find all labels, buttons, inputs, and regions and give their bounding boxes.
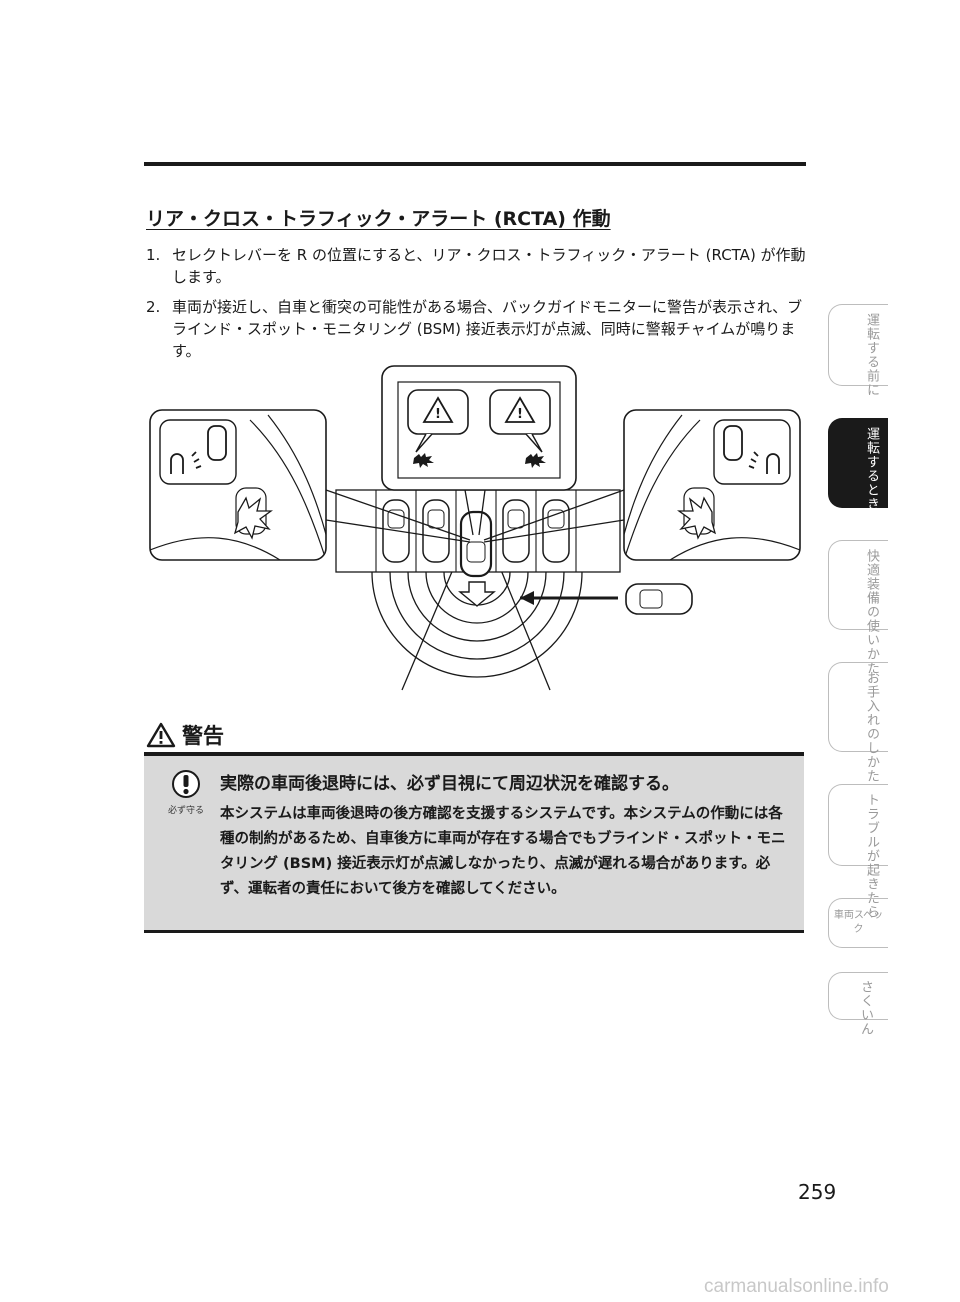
tab-while-driving[interactable]: 運転するときに [828,418,888,525]
tab-label: 快適装備の使いかた [864,549,879,675]
step-number: 1. [146,246,161,264]
step-text: 車両が接近し、自車と衝突の可能性がある場合、バックガイドモニターに警告が表示され… [172,298,803,360]
step-text: セレクトレバーを R の位置にすると、リア・クロス・トラフィック・アラート (R… [172,246,806,286]
step-number: 2. [146,298,161,316]
list-item: 1. セレクトレバーを R の位置にすると、リア・クロス・トラフィック・アラート… [146,244,806,288]
warning-header: 警告 [146,720,224,750]
warning-lead: 実際の車両後退時には、必ず目視にて周辺状況を確認する。 [220,774,679,794]
top-rule [144,162,806,166]
tab-label: 運転する前に [864,313,879,397]
warning-body: 本システムは車両後退時の後方確認を支援するシステムです。本システムの作動には各種… [220,806,786,897]
tab-label: トラブルが起きたら [864,793,879,919]
right-mirror-callout [623,409,801,561]
tab-troubles[interactable]: トラブルが起きたら [828,784,888,919]
tab-comfort-features[interactable]: 快適装備の使いかた [828,540,888,675]
tab-index[interactable]: さくいん [828,972,888,1036]
left-mirror-callout [149,409,327,561]
warning-box: 必ず守る 実際の車両後退時には、必ず目視にて周辺状況を確認する。 本システムは車… [144,752,804,933]
warning-title: 警告 [182,724,224,748]
tab-maintenance[interactable]: お手入れのしかた [828,662,888,783]
rcta-illustration: ! ! [149,365,801,691]
svg-text:!: ! [435,407,441,422]
back-guide-monitor-callout: ! ! [381,365,577,491]
approaching-car [520,583,693,615]
parking-lot [335,489,621,607]
list-item: 2. 車両が接近し、自車と衝突の可能性がある場合、バックガイドモニターに警告が表… [146,296,806,362]
tab-vehicle-specs[interactable]: 車両スペック [828,898,888,948]
tab-label: 運転するときに [864,427,879,525]
warning-triangle-icon [146,722,176,748]
steps-list: 1. セレクトレバーを R の位置にすると、リア・クロス・トラフィック・アラート… [146,244,806,370]
must-follow-label: 必ず守る [167,806,204,816]
page-number: 259 [798,1180,837,1204]
svg-text:!: ! [517,407,523,422]
tab-before-driving[interactable]: 運転する前に [828,304,888,397]
section-heading: リア・クロス・トラフィック・アラート (RCTA) 作動 [146,208,611,230]
exclamation-circle-icon [172,770,200,798]
tab-label: さくいん [858,980,873,1036]
watermark: carmanualsonline.info [704,1276,889,1297]
tab-label: お手入れのしかた [864,671,879,783]
must-follow-badge: 必ず守る [164,770,208,816]
tab-label: 車両スペック [833,910,884,935]
